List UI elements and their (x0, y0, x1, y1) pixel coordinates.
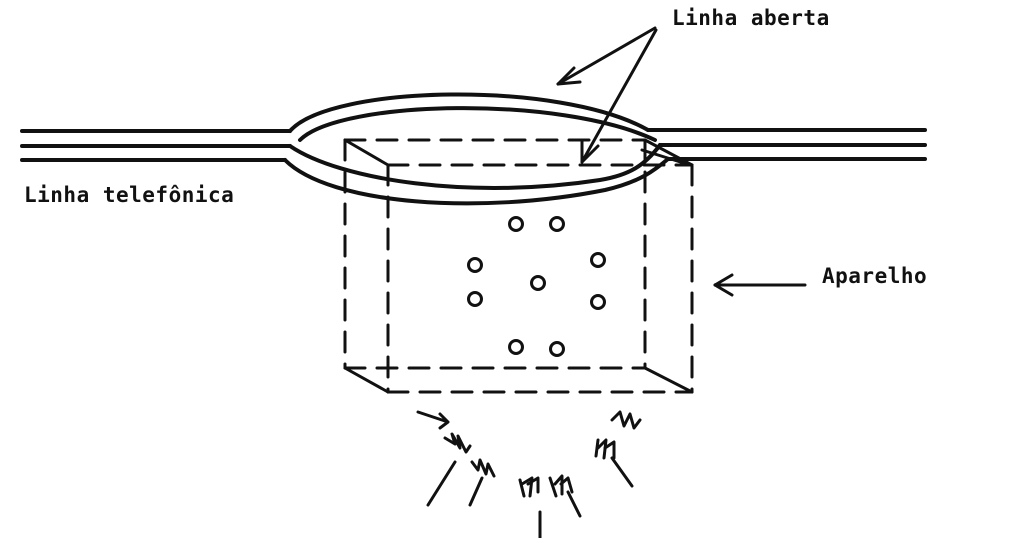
emission-squiggle-4 (548, 474, 582, 518)
hole-2 (549, 216, 565, 232)
device-arrow (713, 273, 807, 297)
telephone-line-right (646, 128, 927, 161)
loop-inner-upper (298, 106, 657, 142)
hole-4 (590, 252, 606, 268)
loop-inner-lower (288, 143, 662, 190)
hole-8 (508, 339, 524, 355)
label-open-line: Linha aberta (672, 6, 830, 30)
arrow-open-upper-head (556, 66, 582, 86)
hole-5 (530, 275, 546, 291)
box-edge-bottom-right (643, 366, 694, 394)
hole-3 (467, 257, 483, 273)
emission-squiggle-5 (594, 438, 634, 488)
emission-arrow-left (416, 410, 450, 430)
hole-7 (590, 294, 606, 310)
loop-outer-lower (283, 157, 670, 206)
telephone-line-left (20, 129, 292, 162)
emission-squiggle-2 (468, 458, 496, 507)
loop-outer-upper (288, 92, 650, 133)
box-edge-top-right (643, 138, 694, 167)
arrow-device-head (713, 273, 734, 297)
emission-marks (416, 410, 642, 540)
arrow-open-lower-shaft (580, 28, 658, 164)
arrow-open-lower-head (580, 138, 600, 164)
emission-squiggle-3 (518, 476, 540, 498)
open-line-arrows (556, 26, 658, 164)
device-box (343, 138, 694, 394)
hole-6 (467, 291, 483, 307)
emission-squiggle-6 (610, 410, 642, 430)
label-device: Aparelho (822, 264, 928, 288)
keypad-holes (467, 216, 606, 357)
box-edge-top-left (343, 138, 390, 167)
emission-squiggle-1 (426, 432, 472, 507)
loop-end-tick (640, 148, 692, 167)
box-edge-bottom-left (343, 366, 390, 394)
arrow-open-upper-shaft (556, 26, 657, 86)
hole-9 (549, 341, 565, 357)
label-telephone-line: Linha telefônica (24, 183, 235, 207)
hole-1 (508, 216, 524, 232)
